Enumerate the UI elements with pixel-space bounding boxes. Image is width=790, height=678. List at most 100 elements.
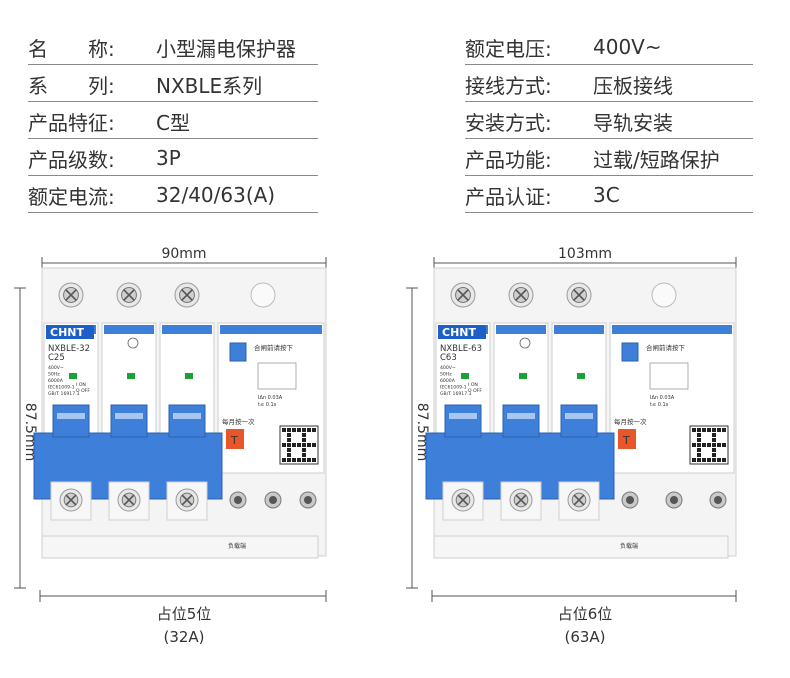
screw-slot (65, 494, 77, 506)
spec-key: 产品级数: (28, 147, 115, 172)
screw-slot (123, 289, 135, 301)
qr-cell (292, 428, 296, 432)
rcd-cap (651, 282, 677, 308)
test-t-button (618, 429, 636, 449)
qr-cell (692, 428, 696, 432)
screw-slot (573, 289, 585, 301)
pole-top-band (104, 325, 154, 334)
test-prompt: 合闸前请按下 (646, 343, 686, 352)
qr-cell (307, 428, 311, 432)
spec-column-right: 额定电压:400V~ 接线方式:压板接线 安装方式:导轨安装 产品功能:过载/短… (465, 30, 753, 215)
brand-badge (438, 325, 486, 339)
qr-cell (282, 443, 286, 447)
rcd-terminal-core (670, 496, 678, 504)
spec-row: 安装方式:导轨安装 (465, 104, 753, 139)
monthly-text: 每月按一次 (222, 417, 255, 426)
load-label: 负载端 (228, 542, 246, 550)
on-off-text: I ON (468, 382, 478, 388)
status-indicator (577, 373, 585, 379)
status-indicator (461, 373, 469, 379)
qr-cell (292, 443, 296, 447)
qr-cell (282, 458, 286, 462)
pole-top-band (162, 325, 212, 334)
test-prompt: 合闸前请按下 (254, 343, 294, 352)
qr-cell (287, 443, 291, 447)
screw-slot (457, 494, 469, 506)
spec-row: 产品级数:3P (28, 141, 318, 176)
status-indicator (185, 373, 193, 379)
qr-cell (292, 458, 296, 462)
qr-cell (692, 443, 696, 447)
qr-cell (712, 458, 716, 462)
spec-value: NXBLE系列 (156, 73, 263, 98)
brand-name: CHNT (442, 326, 476, 339)
qr-cell (697, 438, 701, 442)
on-off-text: O OFF (468, 388, 482, 394)
qr-cell (697, 443, 701, 447)
bottom-rail (433, 535, 729, 559)
qr-cell (717, 458, 721, 462)
qr-cell (302, 448, 306, 452)
qr-cell (302, 458, 306, 462)
width-label: 103mm (558, 246, 612, 262)
spec-label-line: GB/T 16917.1 (48, 391, 80, 397)
brand-name: CHNT (50, 326, 84, 339)
qr-cell (712, 428, 716, 432)
qr-cell (302, 428, 306, 432)
handle-stripe (173, 413, 201, 419)
ccc-mark-icon (127, 337, 139, 349)
screw-slot (65, 289, 77, 301)
qr-cell (287, 458, 291, 462)
wiring-diagram (649, 362, 689, 390)
status-indicator (69, 373, 77, 379)
screw-slot (181, 494, 193, 506)
handle-stripe (57, 413, 85, 419)
qr-cell (282, 428, 286, 432)
qr-cell (302, 453, 306, 457)
qr-cell (287, 438, 291, 442)
rcd-top-band (612, 325, 732, 334)
spec-row: 名 称:小型漏电保护器 (28, 30, 318, 65)
on-off-text: I ON (76, 382, 86, 388)
spec-key: 产品功能: (465, 147, 552, 172)
toggle-handle (560, 404, 598, 438)
spec-value: 小型漏电保护器 (156, 36, 296, 61)
qr-cell (722, 443, 726, 447)
rcd-terminal-core (626, 496, 634, 504)
monthly-text: 每月按一次 (614, 417, 647, 426)
rcd-top-band (220, 325, 322, 334)
test-button (229, 342, 247, 362)
spec-label-line: 400V~ (48, 365, 64, 371)
spec-label-line: 50Hz (48, 372, 60, 378)
ccc-mark-icon (519, 337, 531, 349)
spec-row: 额定电流:32/40/63(A) (28, 178, 318, 213)
handle-stripe (115, 413, 143, 419)
spec-row: 产品认证:3C (465, 178, 753, 213)
spec-label-line: 6000A (440, 378, 456, 384)
qr-cell (702, 443, 706, 447)
spec-row: 产品功能:过载/短路保护 (465, 141, 753, 176)
test-t-label: T (230, 434, 238, 447)
spec-label-line: 400V~ (440, 365, 456, 371)
caption-sub: (63A) (564, 628, 605, 646)
qr-cell (697, 433, 701, 437)
rcd-terminal-core (234, 496, 242, 504)
qr-cell (692, 458, 696, 462)
bottom-rail (41, 535, 319, 559)
spec-value: 32/40/63(A) (156, 183, 276, 207)
spec-label-line: 6000A (48, 378, 64, 384)
spec-row: 额定电压:400V~ (465, 30, 753, 65)
qr-cell (702, 428, 706, 432)
qr-cell (697, 428, 701, 432)
screw-slot (181, 289, 193, 301)
status-indicator (127, 373, 135, 379)
qr-cell (707, 458, 711, 462)
qr-cell (697, 448, 701, 452)
qr-cell (722, 428, 726, 432)
qr-cell (707, 428, 711, 432)
spec-value: 400V~ (593, 35, 662, 59)
spec-key: 接线方式: (465, 73, 552, 98)
test-t-label: T (622, 434, 630, 447)
spec-table: 名 称:小型漏电保护器 系 列:NXBLE系列 产品特征:C型 产品级数:3P … (0, 0, 790, 216)
qr-cell (712, 443, 716, 447)
